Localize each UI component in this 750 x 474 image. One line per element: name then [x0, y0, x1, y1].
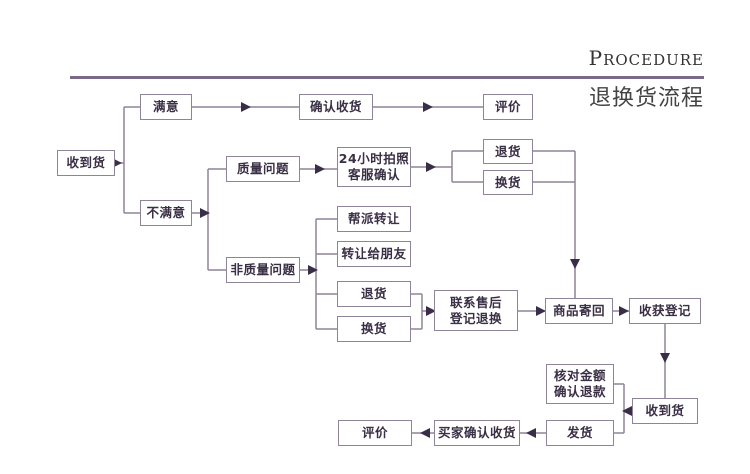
node-exchange-quality: 换货: [483, 170, 533, 195]
node-exchange-non-quality: 换货: [337, 316, 411, 342]
title-english: PROCEDURE: [588, 46, 704, 70]
node-received: 收到货: [632, 398, 698, 424]
node-non-quality-issue: 非质量问题: [226, 257, 300, 283]
node-contact-aftersales: 联系售后 登记退换: [434, 290, 518, 331]
node-quality-issue: 质量问题: [226, 156, 300, 182]
arrowhead-icon: [420, 428, 430, 438]
arrowhead-icon: [619, 306, 629, 316]
arrowhead-icon: [315, 164, 325, 174]
arrowhead-icon: [570, 259, 580, 269]
node-review-bottom: 评价: [338, 420, 412, 446]
arrowhead-icon: [241, 102, 251, 112]
node-return-non-quality: 退货: [337, 281, 411, 307]
arrowhead-icon: [426, 162, 436, 172]
node-ship-back: 商品寄回: [545, 298, 613, 324]
node-receive-goods: 收到货: [57, 150, 115, 176]
node-photo-confirm: 24小时拍照 客服确认: [337, 147, 411, 187]
arrowhead-icon: [308, 265, 318, 275]
node-return-quality: 退货: [483, 139, 533, 164]
node-unsatisfied: 不满意: [140, 200, 192, 226]
node-ship: 发货: [546, 420, 614, 446]
arrowhead-icon: [200, 208, 210, 218]
node-satisfied: 满意: [140, 94, 192, 120]
node-receipt-register: 收获登记: [629, 298, 701, 324]
node-help-transfer: 帮派转让: [337, 206, 411, 232]
node-verify-refund: 核对金额 确认退款: [546, 364, 614, 404]
node-transfer-friend: 转让给朋友: [337, 241, 411, 267]
node-confirm-receipt: 确认收货: [299, 94, 373, 120]
arrowhead-icon: [423, 102, 433, 112]
arrowhead-icon: [526, 428, 536, 438]
header-divider: [70, 76, 704, 79]
arrowhead-icon: [426, 306, 436, 316]
node-buyer-confirm: 买家确认收货: [434, 420, 520, 446]
node-review-top: 评价: [483, 94, 533, 120]
arrowhead-icon: [622, 406, 632, 416]
arrowhead-icon: [660, 353, 670, 363]
title-chinese: 退换货流程: [588, 86, 704, 111]
arrowhead-icon: [536, 306, 546, 316]
